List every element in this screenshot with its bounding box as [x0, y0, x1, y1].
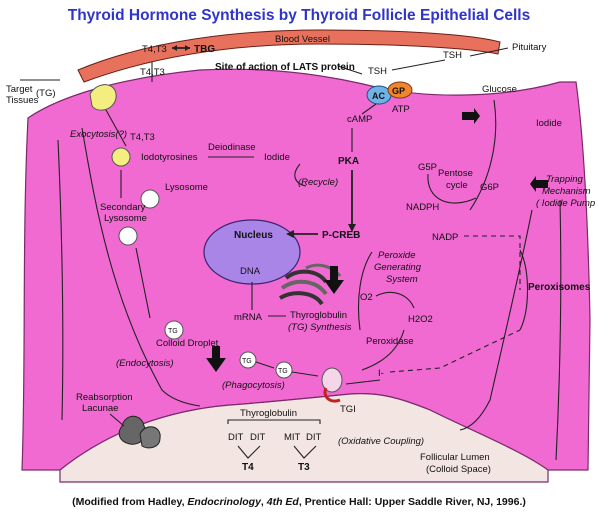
tg-2-label: TG — [278, 368, 288, 375]
colloid-droplet-label: Colloid Droplet — [156, 338, 219, 349]
t4-label: T4 — [242, 462, 254, 473]
endocytosis-label: (Endocytosis) — [116, 358, 174, 369]
iodotyrosine-vesicle — [112, 148, 130, 166]
peroxidase-label: Peroxidase — [366, 336, 414, 347]
citation: (Modified from Hadley, Endocrinology, 4t… — [72, 496, 526, 508]
reabsorption-label-2: Lacunae — [82, 403, 118, 414]
nucleus-label: Nucleus — [234, 230, 273, 241]
tsh-receptor-label: TSH — [368, 66, 387, 77]
ac-label: AC — [372, 91, 385, 101]
diagram-title: Thyroid Hormone Synthesis by Thyroid Fol… — [68, 7, 531, 24]
secondary-lysosome-label-1: Secondary — [100, 202, 146, 213]
thyroglobulin-label: Thyroglobulin — [240, 408, 297, 419]
atp-label: ATP — [392, 104, 410, 115]
peroxide-label-3: System — [386, 274, 418, 285]
citation-prefix: (Modified from Hadley, — [72, 496, 187, 508]
dit-3-label: DIT — [306, 432, 322, 443]
dit-2-label: DIT — [250, 432, 266, 443]
o2-label: O2 — [360, 292, 373, 303]
lacuna-2 — [140, 427, 160, 448]
peroxide-label-1: Peroxide — [378, 250, 416, 261]
reabsorption-label-1: Reabsorption — [76, 392, 133, 403]
dna-label: DNA — [240, 266, 261, 277]
tg-1-label: TG — [242, 358, 252, 365]
tg-droplet-label: TG — [168, 328, 178, 335]
g6p-label: G6P — [480, 182, 499, 193]
secondary-lysosome-vesicle — [119, 227, 137, 245]
tsh-top-label: TSH — [443, 50, 462, 61]
nadph-label: NADPH — [406, 202, 439, 213]
trapping-label-2: Mechanism — [542, 186, 591, 197]
mit-label: MIT — [284, 432, 301, 443]
peroxisomes-label: Peroxisomes — [528, 282, 591, 293]
gp-label: GP — [392, 86, 405, 96]
tg-top-label: (TG) — [36, 88, 56, 99]
citation-suffix: , Prentice Hall: Upper Saddle River, NJ,… — [299, 496, 526, 508]
exocytosis-vesicle — [90, 85, 116, 111]
pituitary-label: Pituitary — [512, 42, 547, 53]
trapping-label-1: Trapping — [546, 174, 584, 185]
pentose-label-2: cycle — [446, 180, 468, 191]
tbg-label: TBG — [194, 44, 215, 55]
deiodinase-label: Deiodinase — [208, 142, 256, 153]
camp-label: cAMP — [347, 114, 372, 125]
target-tissues-label-1: Target — [6, 84, 33, 95]
iodotyrosines-label: Iodotyrosines — [141, 152, 198, 163]
tgi-label: TGI — [340, 404, 356, 415]
phagocytosis-label: (Phagocytosis) — [222, 380, 285, 391]
oxidative-coupling-label: (Oxidative Coupling) — [338, 436, 424, 447]
g5p-label: G5P — [418, 162, 437, 173]
tg-synthesis-label-1: Thyroglobulin — [290, 310, 347, 321]
pcreb-label: P-CREB — [322, 230, 360, 241]
h2o2-label: H2O2 — [408, 314, 433, 325]
pka-label: PKA — [338, 156, 359, 167]
iodide-mid-label: Iodide — [264, 152, 290, 163]
citation-edition: 4th Ed — [266, 496, 300, 508]
recycle-label: (Recycle) — [298, 177, 338, 188]
iodide-right-label: Iodide — [536, 118, 562, 129]
t4t3-mid-label: T4,T3 — [130, 132, 155, 143]
lysosome-label: Lysosome — [165, 182, 208, 193]
peroxide-label-2: Generating — [374, 262, 422, 273]
glucose-label: Glucose — [482, 84, 517, 95]
iodide-minus-label: I- — [378, 368, 384, 379]
citation-book: Endocrinology — [187, 496, 262, 508]
t3-label: T3 — [298, 462, 310, 473]
tsh-to-receptor-arrow — [392, 60, 445, 70]
t4t3-top-label: T4,T3 — [142, 44, 167, 55]
lumen-label-2: (Colloid Space) — [426, 464, 491, 475]
dit-1-label: DIT — [228, 432, 244, 443]
secondary-lysosome-label-2: Lysosome — [104, 213, 147, 224]
pentose-label-1: Pentose — [438, 168, 473, 179]
trapping-label-3: ( Iodide Pump — [536, 198, 595, 209]
lats-site-label: Site of action of LATS protein — [215, 62, 355, 73]
mrna-label: mRNA — [234, 312, 263, 323]
blood-vessel-label: Blood Vessel — [275, 34, 330, 45]
exocytosis-label: Exocytosis(?) — [70, 129, 127, 140]
tg-synthesis-label-2: (TG) Synthesis — [288, 322, 352, 333]
lumen-label-1: Follicular Lumen — [420, 452, 490, 463]
target-tissues-label-2: Tissues — [6, 95, 39, 106]
nadp-label: NADP — [432, 232, 458, 243]
